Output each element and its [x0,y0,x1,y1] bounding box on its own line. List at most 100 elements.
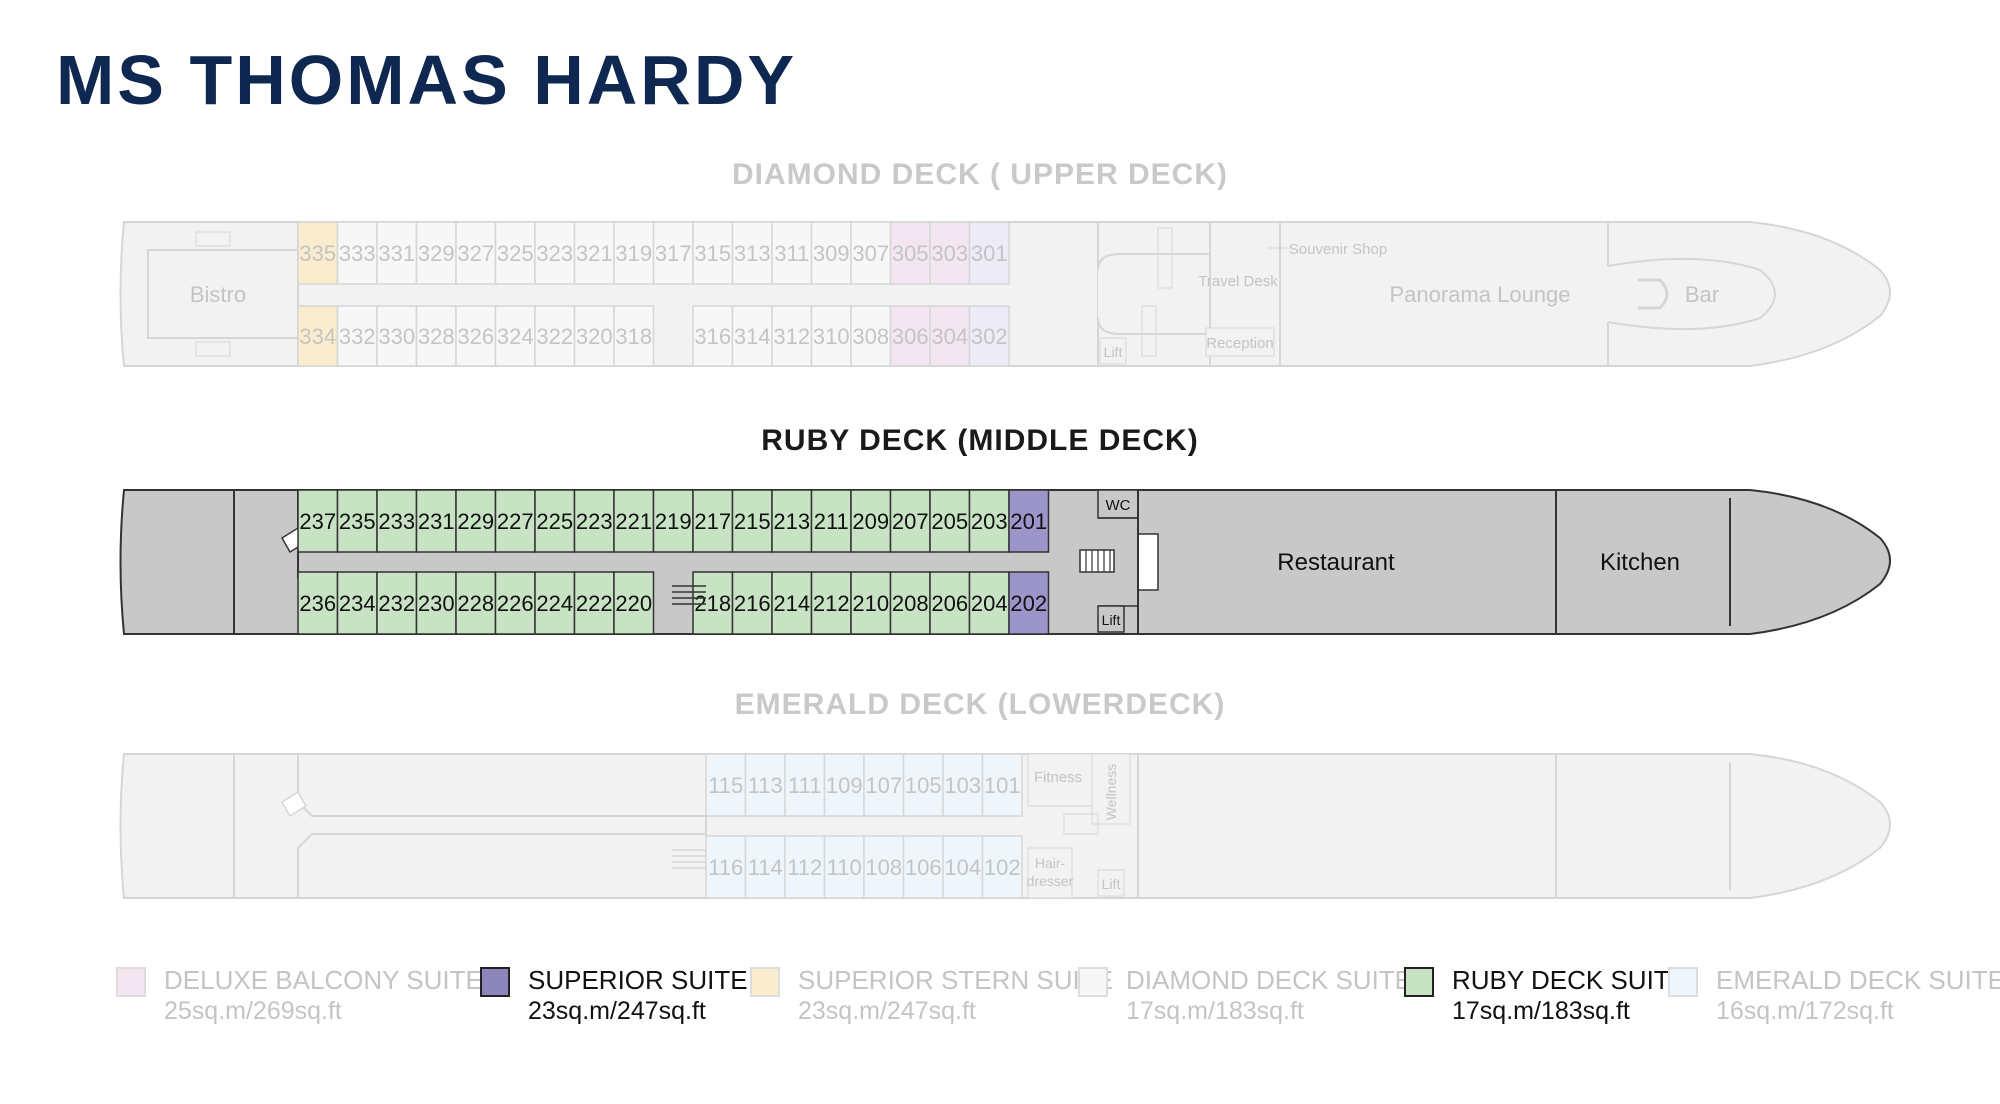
cabin-306[interactable]: 306 [889,305,931,367]
cabin-218[interactable]: 218 [692,571,734,635]
cabin-333[interactable]: 333 [336,221,378,285]
cabin-319[interactable]: 319 [613,221,655,285]
cabin-307[interactable]: 307 [850,221,892,285]
cabin-number: 103 [944,773,981,798]
cabin-313[interactable]: 313 [731,221,773,285]
cabin-217[interactable]: 217 [692,489,734,553]
cabin-209[interactable]: 209 [850,489,892,553]
cabin-236[interactable]: 236 [297,571,339,635]
cabin-331[interactable]: 331 [376,221,418,285]
cabin-number: 114 [748,855,783,880]
cabin-201[interactable]: 201 [1008,489,1050,553]
cabin-216[interactable]: 216 [731,571,773,635]
cabin-326[interactable]: 326 [455,305,497,367]
emerald-lift-label: Lift [1102,876,1121,892]
cabin-304[interactable]: 304 [929,305,971,367]
cabin-208[interactable]: 208 [889,571,931,635]
cabin-number: 105 [905,773,942,798]
cabin-325[interactable]: 325 [494,221,536,285]
cabin-203[interactable]: 203 [968,489,1010,553]
cabin-231[interactable]: 231 [415,489,457,553]
cabin-230[interactable]: 230 [415,571,457,635]
cabin-228[interactable]: 228 [455,571,497,635]
cabin-302[interactable]: 302 [968,305,1010,367]
cabin-316[interactable]: 316 [692,305,734,367]
cabin-105[interactable]: 105 [902,753,944,817]
cabin-number: 213 [773,509,810,534]
cabin-112[interactable]: 112 [784,835,826,899]
cabin-334[interactable]: 334 [297,305,339,367]
cabin-204[interactable]: 204 [968,571,1010,635]
cabin-312[interactable]: 312 [771,305,813,367]
cabin-320[interactable]: 320 [573,305,615,367]
cabin-305[interactable]: 305 [889,221,931,285]
cabin-205[interactable]: 205 [929,489,971,553]
cabin-104[interactable]: 104 [942,835,984,899]
cabin-214[interactable]: 214 [771,571,813,635]
cabin-212[interactable]: 212 [810,571,852,635]
cabin-332[interactable]: 332 [336,305,378,367]
cabin-322[interactable]: 322 [534,305,576,367]
cabin-213[interactable]: 213 [771,489,813,553]
cabin-102[interactable]: 102 [981,835,1023,899]
cabin-225[interactable]: 225 [534,489,576,553]
cabin-116[interactable]: 116 [705,835,747,899]
cabin-219[interactable]: 219 [652,489,694,553]
cabin-237[interactable]: 237 [297,489,339,553]
cabin-110[interactable]: 110 [823,835,865,899]
legend-name: SUPERIOR STERN SUITE [798,965,1113,995]
cabin-111[interactable]: 111 [784,753,826,817]
cabin-330[interactable]: 330 [376,305,418,367]
cabin-227[interactable]: 227 [494,489,536,553]
cabin-211[interactable]: 211 [810,489,852,553]
cabin-206[interactable]: 206 [929,571,971,635]
cabin-314[interactable]: 314 [731,305,773,367]
cabin-number: 208 [892,591,929,616]
cabin-318[interactable]: 318 [613,305,655,367]
cabin-327[interactable]: 327 [455,221,497,285]
cabin-220[interactable]: 220 [613,571,655,635]
cabin-335[interactable]: 335 [297,221,339,285]
cabin-323[interactable]: 323 [534,221,576,285]
cabin-224[interactable]: 224 [534,571,576,635]
cabin-109[interactable]: 109 [823,753,865,817]
cabin-number: 324 [497,324,534,349]
cabin-308[interactable]: 308 [850,305,892,367]
cabin-221[interactable]: 221 [613,489,655,553]
cabin-113[interactable]: 113 [744,753,786,817]
cabin-114[interactable]: 114 [744,835,786,899]
cabin-309[interactable]: 309 [810,221,852,285]
cabin-329[interactable]: 329 [415,221,457,285]
cabin-328[interactable]: 328 [415,305,457,367]
cabin-202[interactable]: 202 [1008,571,1050,635]
cabin-106[interactable]: 106 [902,835,944,899]
cabin-303[interactable]: 303 [929,221,971,285]
cabin-232[interactable]: 232 [376,571,418,635]
cabin-321[interactable]: 321 [573,221,615,285]
cabin-210[interactable]: 210 [850,571,892,635]
cabin-108[interactable]: 108 [863,835,905,899]
cabin-103[interactable]: 103 [942,753,984,817]
cabin-207[interactable]: 207 [889,489,931,553]
cabin-223[interactable]: 223 [573,489,615,553]
cabin-number: 210 [852,591,889,616]
cabin-229[interactable]: 229 [455,489,497,553]
cabin-233[interactable]: 233 [376,489,418,553]
legend-swatch [750,967,780,997]
cabin-310[interactable]: 310 [810,305,852,367]
cabin-215[interactable]: 215 [731,489,773,553]
cabin-324[interactable]: 324 [494,305,536,367]
cabin-301[interactable]: 301 [968,221,1010,285]
cabin-311[interactable]: 311 [771,221,813,285]
cabin-226[interactable]: 226 [494,571,536,635]
cabin-222[interactable]: 222 [573,571,615,635]
cabin-234[interactable]: 234 [336,571,378,635]
cabin-315[interactable]: 315 [692,221,734,285]
cabin-number: 106 [905,855,942,880]
cabin-115[interactable]: 115 [705,753,747,817]
cabin-107[interactable]: 107 [863,753,905,817]
cabin-number: 333 [339,241,376,266]
cabin-317[interactable]: 317 [652,221,694,285]
cabin-235[interactable]: 235 [336,489,378,553]
cabin-101[interactable]: 101 [981,753,1023,817]
